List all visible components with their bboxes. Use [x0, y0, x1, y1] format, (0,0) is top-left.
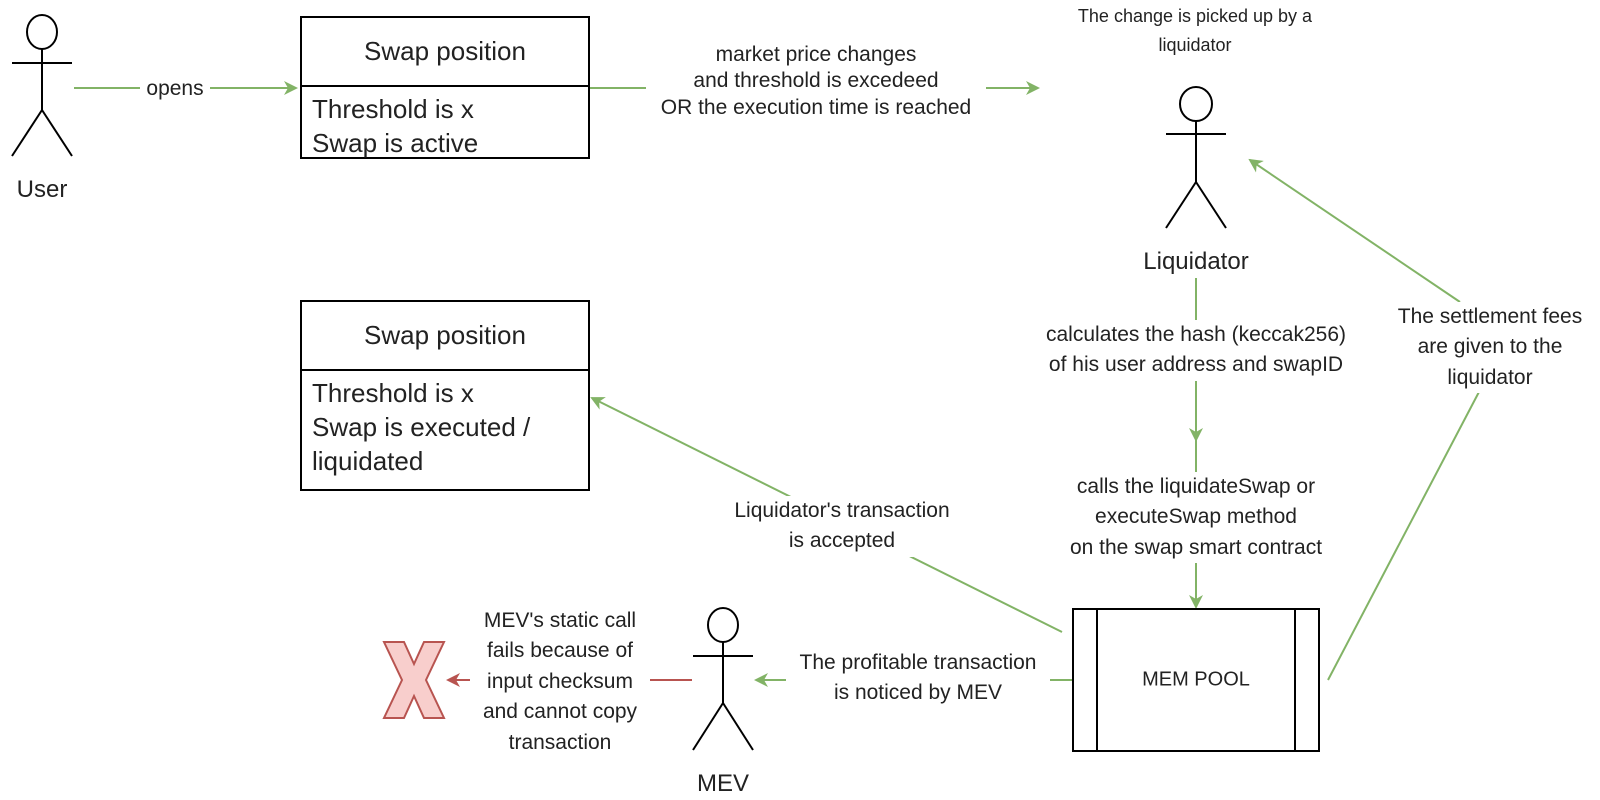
edge-opens-label: opens [140, 76, 210, 103]
edge-calls-method-label: calls the liquidateSwap or executeSwap m… [1046, 472, 1346, 564]
edge-noticed-by-mev-label: The profitable transaction is noticed by… [786, 648, 1050, 709]
mem-pool-left-bar [1074, 610, 1098, 750]
liquidator-actor-icon [1165, 86, 1227, 229]
edge-settlement-arrow-head [1248, 158, 1461, 303]
edge-picked-up-label: The change is picked up by a liquidator [1050, 2, 1340, 60]
liquidator-actor-label: Liquidator [1143, 248, 1249, 275]
swap-position-executed-body: Threshold is x Swap is executed / liquid… [302, 369, 588, 489]
edge-tx-accepted-label: Liquidator's transaction is accepted [712, 496, 972, 557]
mem-pool-box: MEM POOL [1072, 608, 1320, 752]
mem-pool-label: MEM POOL [1142, 668, 1250, 691]
edge-price-change-label: market price changes and threshold is ex… [646, 42, 986, 121]
edge-settlement-fees-label: The settlement fees are given to the liq… [1390, 302, 1590, 394]
mem-pool-right-bar [1294, 610, 1318, 750]
x-cross-icon [382, 641, 446, 719]
swap-position-active-box: Swap position Threshold is x Swap is act… [300, 16, 590, 159]
edge-calculates-hash-label: calculates the hash (keccak256) of his u… [1026, 320, 1366, 381]
edge-settlement-arrow [1327, 389, 1481, 681]
edge-mev-fails-label: MEV's static call fails because of input… [470, 606, 650, 759]
user-actor-label: User [16, 176, 68, 203]
swap-position-active-body: Threshold is x Swap is active [302, 85, 588, 158]
user-actor-icon [11, 14, 73, 157]
swap-position-executed-title: Swap position [364, 320, 526, 350]
swap-position-active-title: Swap position [364, 36, 526, 66]
swap-position-executed-box: Swap position Threshold is x Swap is exe… [300, 300, 590, 491]
mev-actor-icon [692, 607, 754, 751]
mev-actor-label: MEV [696, 770, 749, 797]
